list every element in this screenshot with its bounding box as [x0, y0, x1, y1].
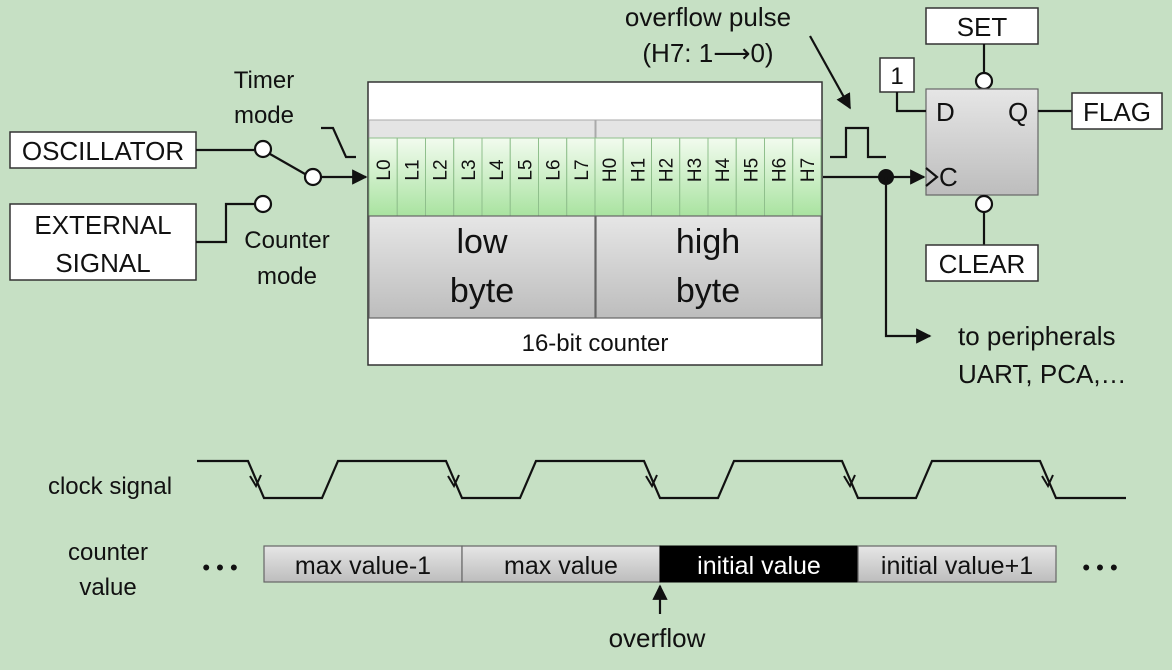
leading-ellipsis: • • • [202, 555, 237, 580]
low-byte-label-2: byte [450, 272, 514, 310]
bit-label-h4: H4 [713, 157, 734, 182]
falling-edge-arrow [249, 474, 262, 489]
external-wire [196, 202, 254, 244]
segment-label: initial value [697, 552, 821, 580]
timing-diagram: clock signal counter value • • • • • • m… [48, 459, 1126, 653]
bit-label-h7: H7 [798, 158, 819, 182]
bit-label-h3: H3 [685, 158, 706, 182]
clock-waveform [197, 459, 1126, 500]
counter-value-label: counter [68, 539, 148, 566]
mode-switch: Timer mode Counter mode [196, 67, 368, 290]
bit-register: L0 L1 L2 L3 L4 L5 L6 L7 H0 H1 H2 H3 H4 H5 H6 H7 [368, 137, 822, 217]
segment-label: max value-1 [295, 552, 431, 580]
c-pin-label: C [939, 162, 958, 192]
peripheral-wire [884, 177, 932, 344]
bit-label-l4: L4 [487, 159, 508, 181]
overflow-pulse-label: overflow pulse [625, 2, 791, 32]
bit-label-l0: L0 [374, 159, 395, 180]
segment-max-minus-1: max value-1 [263, 545, 463, 583]
falling-edge-arrow [843, 474, 856, 489]
bit-cell [707, 137, 737, 217]
flag-label: FLAG [1083, 97, 1151, 127]
counter-caption: 16-bit counter [522, 330, 669, 357]
bit-label-h1: H1 [628, 158, 649, 182]
segment-max: max value [461, 545, 661, 583]
high-byte-label-2: byte [676, 272, 740, 310]
d-wire [895, 92, 926, 113]
pulse-waveform [830, 126, 886, 159]
overflow-label: overflow [609, 623, 706, 653]
bit-label-l2: L2 [431, 159, 452, 180]
bit-cell [622, 137, 652, 217]
peripherals-label-2: UART, PCA,… [958, 359, 1127, 389]
flag-flipflop: SET CLEAR 1 D Q C FLAG [879, 7, 1163, 282]
falling-edge-arrow [1041, 474, 1054, 489]
counter-mode-label-2: mode [257, 263, 317, 290]
clock-signal-label: clock signal [48, 473, 172, 500]
counter-value-label-2: value [79, 574, 136, 601]
falling-edge-arrow [645, 474, 658, 489]
bit-cell [651, 137, 681, 217]
trailing-ellipsis: • • • [1082, 555, 1117, 580]
bit-label-h5: H5 [741, 158, 762, 182]
high-byte-block [595, 215, 822, 319]
falling-edge-arrow [447, 474, 460, 489]
counter-block: L0 L1 L2 L3 L4 L5 L6 L7 H0 H1 H2 H3 H4 H5 H6 H7 low byt… [367, 81, 823, 366]
bit-cell [481, 137, 511, 217]
clock-edge-arrows [249, 474, 1054, 489]
bit-label-l3: L3 [459, 159, 480, 180]
counter-contact [253, 194, 273, 214]
segment-label: max value [504, 552, 618, 580]
external-signal-box: EXTERNAL SIGNAL [9, 203, 197, 281]
overflow-pulse: overflow pulse (H7: 1⟶0) to peripherals … [625, 2, 1127, 389]
external-label: EXTERNAL [34, 210, 171, 240]
low-byte-block [368, 215, 596, 319]
bit-cell [509, 137, 539, 217]
bit-label-h6: H6 [770, 158, 791, 182]
segment-initial-plus-1: initial value+1 [857, 545, 1057, 583]
bit-cell [735, 137, 765, 217]
q-pin-label: Q [1008, 97, 1028, 127]
signal-label: SIGNAL [55, 248, 150, 278]
bit-cell [764, 137, 794, 217]
d-input-value: 1 [890, 63, 903, 90]
falling-edge-symbol [321, 126, 356, 159]
oscillator-box: OSCILLATOR [9, 131, 197, 169]
switch-blade [269, 153, 306, 175]
set-label: SET [957, 12, 1008, 42]
timer-mode-label: Timer [234, 67, 294, 94]
high-byte-label: high [676, 223, 740, 261]
clear-label: CLEAR [939, 249, 1026, 279]
oscillator-label: OSCILLATOR [22, 136, 184, 166]
bit-label-l7: L7 [572, 159, 593, 180]
bit-cell [792, 137, 822, 217]
bit-label-l6: L6 [544, 159, 565, 180]
bit-cell [538, 137, 568, 217]
bit-cell [679, 137, 709, 217]
set-inverter [974, 71, 994, 91]
timer-mode-label-2: mode [234, 102, 294, 129]
d-pin-label: D [936, 97, 955, 127]
counter-mode-label: Counter [244, 227, 329, 254]
overflow-pulse-label-2: (H7: 1⟶0) [642, 38, 773, 68]
bit-label-h2: H2 [657, 158, 678, 182]
segment-label: initial value+1 [881, 552, 1033, 580]
flipflop-body [925, 88, 1039, 196]
clock-edge-marker [925, 167, 939, 187]
clear-inverter [974, 194, 994, 214]
pulse-pointer-arrow [809, 35, 851, 110]
bit-label-l1: L1 [402, 159, 423, 180]
segment-initial: initial value [659, 545, 859, 583]
bit-label-l5: L5 [515, 159, 536, 180]
peripherals-label: to peripherals [958, 321, 1116, 351]
switch-pivot [303, 167, 323, 187]
bit-cell [594, 137, 624, 217]
timer-contact [253, 139, 273, 159]
low-byte-label: low [456, 223, 507, 261]
bit-label-h0: H0 [600, 158, 621, 182]
